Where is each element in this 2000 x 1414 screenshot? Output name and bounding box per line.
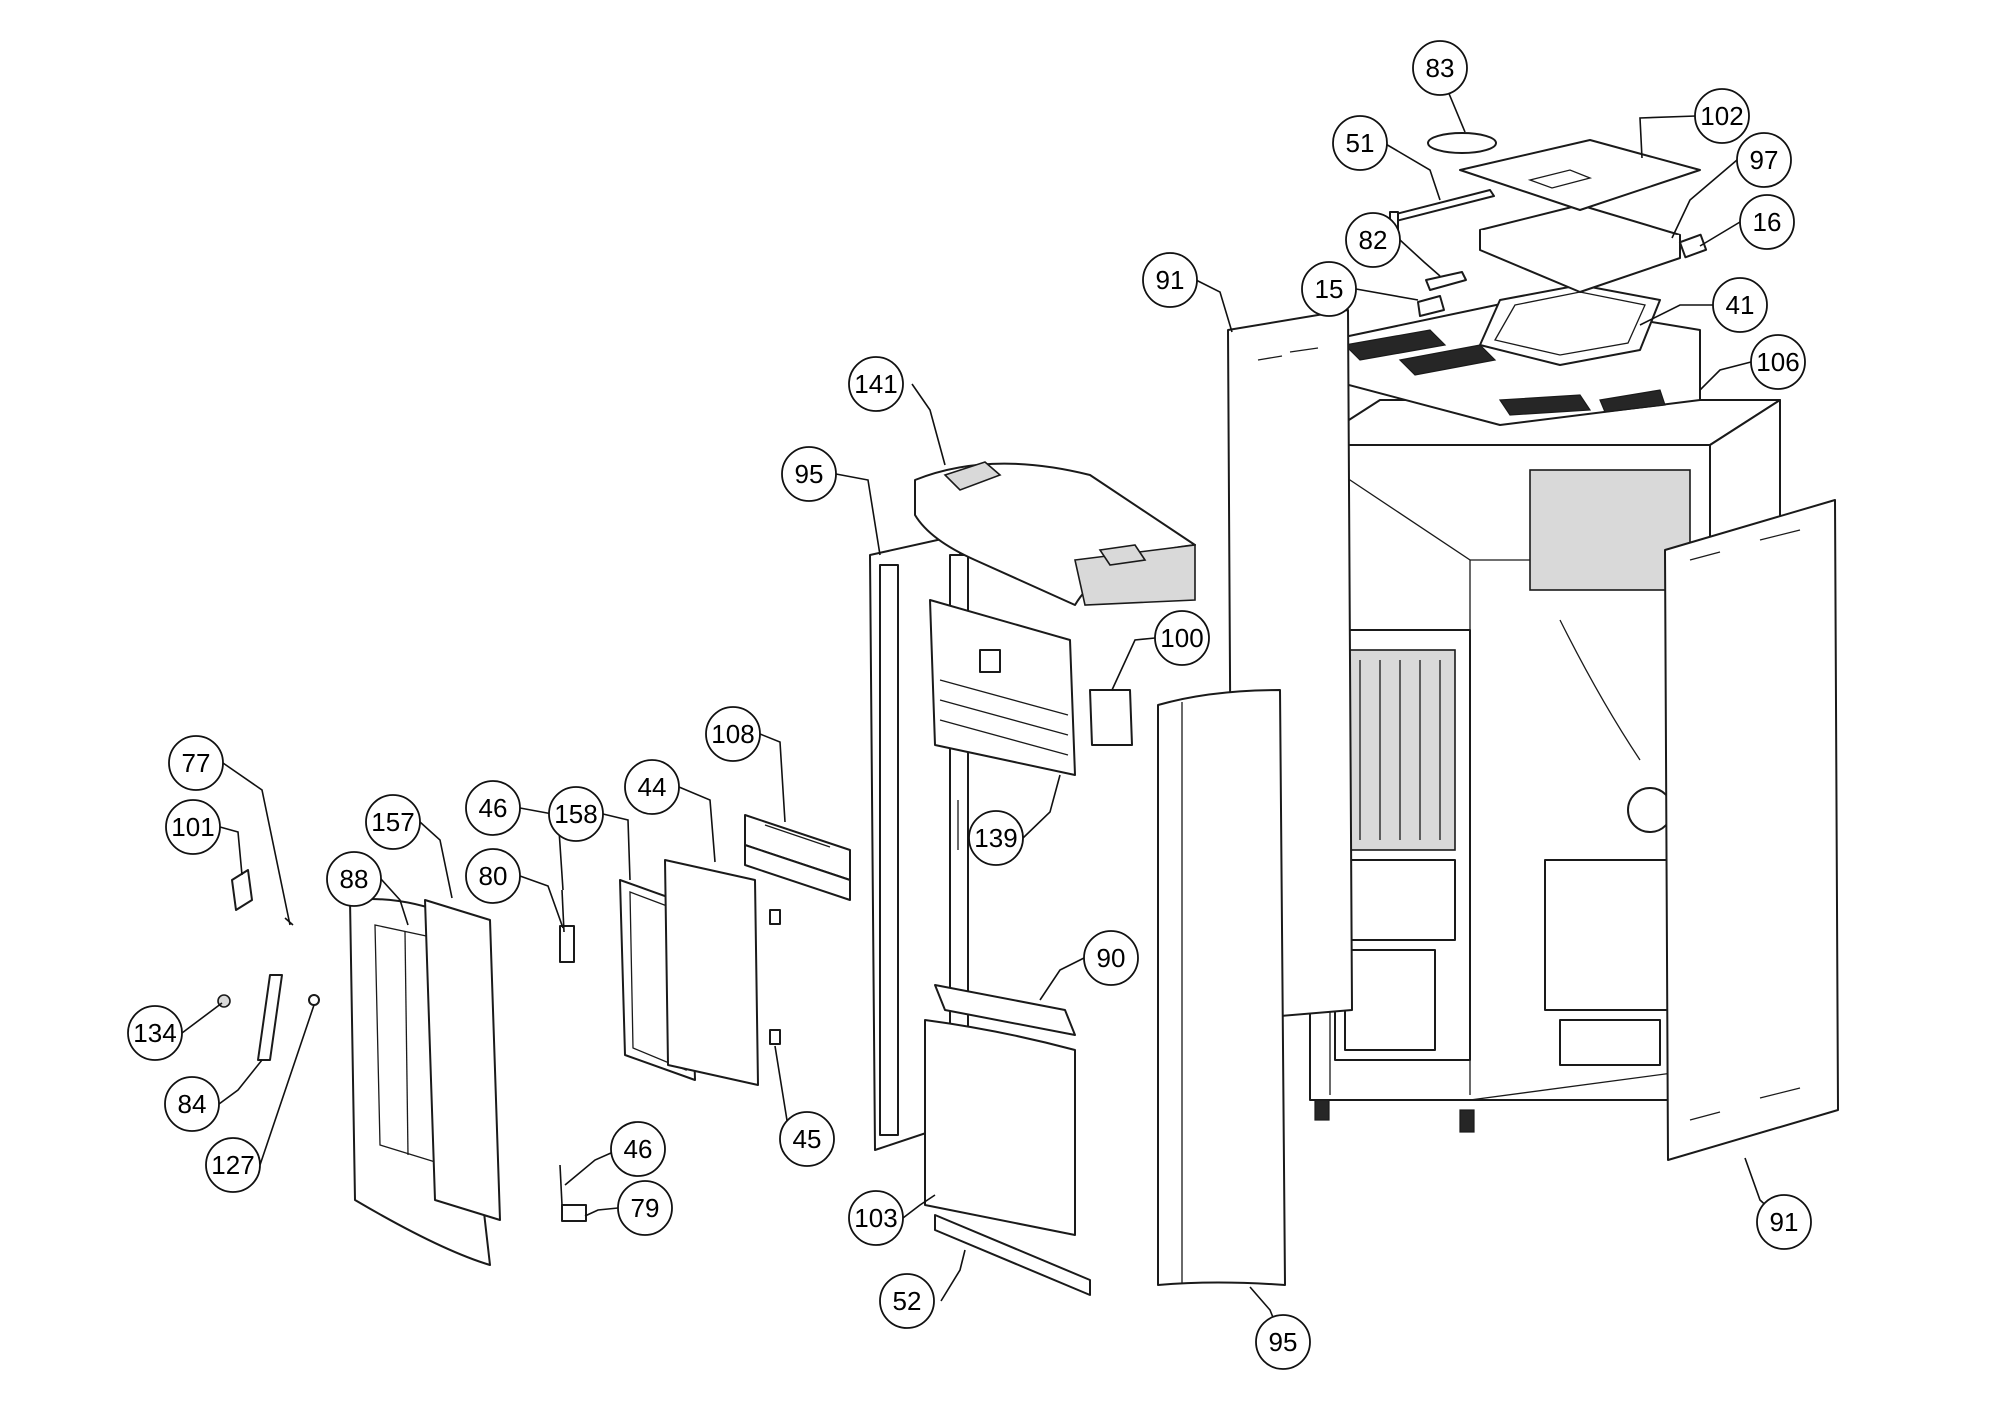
hinge-bracket-82 bbox=[1425, 271, 1467, 291]
callout-label-52: 52 bbox=[893, 1286, 922, 1316]
callout-label-134: 134 bbox=[133, 1018, 176, 1048]
callout-label-97: 97 bbox=[1750, 145, 1779, 175]
callout-label-41: 41 bbox=[1726, 290, 1755, 320]
callout-label-45: 45 bbox=[793, 1124, 822, 1154]
callout-label-101: 101 bbox=[171, 812, 214, 842]
callout-51: 51 bbox=[1332, 115, 1388, 171]
callout-label-108: 108 bbox=[711, 719, 754, 749]
callout-77: 77 bbox=[168, 735, 224, 791]
hinge-bracket-15 bbox=[1417, 295, 1445, 317]
callout-label-103: 103 bbox=[854, 1203, 897, 1233]
callout-83: 83 bbox=[1412, 40, 1468, 96]
callout-label-91-rear: 91 bbox=[1156, 265, 1185, 295]
callout-label-15: 15 bbox=[1315, 274, 1344, 304]
callout-label-84: 84 bbox=[178, 1089, 207, 1119]
callout-134: 134 bbox=[127, 1005, 183, 1061]
hinge-101 bbox=[231, 869, 253, 911]
top-cap-disc bbox=[1427, 132, 1497, 154]
callout-84: 84 bbox=[164, 1076, 220, 1132]
washer-127 bbox=[308, 994, 320, 1006]
callout-108: 108 bbox=[705, 706, 761, 762]
callout-label-91-right: 91 bbox=[1770, 1207, 1799, 1237]
lower-front-panel bbox=[924, 1019, 1076, 1236]
callout-label-44: 44 bbox=[638, 772, 667, 802]
callout-157: 157 bbox=[365, 794, 421, 850]
callout-label-139: 139 bbox=[974, 823, 1017, 853]
callout-label-158: 158 bbox=[554, 799, 597, 829]
callout-102: 102 bbox=[1694, 88, 1750, 144]
callout-16: 16 bbox=[1739, 194, 1795, 250]
callout-15: 15 bbox=[1301, 261, 1357, 317]
door-gasket-frame bbox=[424, 899, 501, 1221]
ash-shelf bbox=[934, 984, 1076, 1036]
callout-100: 100 bbox=[1154, 610, 1210, 666]
side-panel-right bbox=[1664, 499, 1839, 1161]
callout-91-rear: 91 bbox=[1142, 252, 1198, 308]
callout-79: 79 bbox=[617, 1180, 673, 1236]
callout-141: 141 bbox=[848, 356, 904, 412]
callout-44: 44 bbox=[624, 759, 680, 815]
callout-label-157: 157 bbox=[371, 807, 414, 837]
callout-88: 88 bbox=[326, 851, 382, 907]
callout-90: 90 bbox=[1083, 930, 1139, 986]
callout-106: 106 bbox=[1750, 334, 1806, 390]
callout-label-82: 82 bbox=[1359, 225, 1388, 255]
callout-41: 41 bbox=[1712, 277, 1768, 333]
callout-97: 97 bbox=[1736, 132, 1792, 188]
callout-label-83: 83 bbox=[1426, 53, 1455, 83]
callout-80: 80 bbox=[465, 848, 521, 904]
callout-label-90: 90 bbox=[1097, 943, 1126, 973]
callout-label-51: 51 bbox=[1346, 128, 1375, 158]
callout-label-46-upper: 46 bbox=[479, 793, 508, 823]
top-front-cover bbox=[914, 461, 1196, 606]
callout-label-95-right: 95 bbox=[1269, 1327, 1298, 1357]
latch-part-lower bbox=[769, 1029, 781, 1045]
top-bracket-rail bbox=[1389, 189, 1495, 235]
callout-52: 52 bbox=[879, 1273, 935, 1329]
insert-plate-100 bbox=[1089, 689, 1133, 746]
mounting-bracket-108 bbox=[744, 814, 851, 901]
callout-label-100: 100 bbox=[1160, 623, 1203, 653]
top-tray bbox=[1479, 204, 1681, 293]
callout-158: 158 bbox=[548, 786, 604, 842]
callout-95-left: 95 bbox=[781, 446, 837, 502]
callout-46-upper: 46 bbox=[465, 780, 521, 836]
hinge-pin-46-upper bbox=[561, 889, 565, 933]
callout-91-right: 91 bbox=[1756, 1194, 1812, 1250]
hinge-plate-79 bbox=[561, 1204, 587, 1222]
callout-139: 139 bbox=[968, 810, 1024, 866]
callout-label-46-lower: 46 bbox=[624, 1134, 653, 1164]
callout-label-80: 80 bbox=[479, 861, 508, 891]
base-rail bbox=[934, 1214, 1091, 1296]
callout-103: 103 bbox=[848, 1190, 904, 1246]
small-clip-plate bbox=[1678, 233, 1708, 259]
front-column-panel-right bbox=[1157, 689, 1286, 1286]
hinge-pin-46-lower bbox=[559, 1164, 563, 1206]
callout-46-lower: 46 bbox=[610, 1121, 666, 1177]
callout-82: 82 bbox=[1345, 212, 1401, 268]
callout-label-95-left: 95 bbox=[795, 459, 824, 489]
callout-label-106: 106 bbox=[1756, 347, 1799, 377]
callout-label-141: 141 bbox=[854, 369, 897, 399]
latch-part-upper bbox=[769, 909, 781, 925]
front-control-panel bbox=[929, 599, 1076, 776]
callout-45: 45 bbox=[779, 1111, 835, 1167]
hinge-plate-80 bbox=[559, 925, 575, 963]
door-glass bbox=[664, 859, 759, 1086]
door-handle-lever bbox=[257, 974, 283, 1061]
callout-label-79: 79 bbox=[631, 1193, 660, 1223]
callout-label-77: 77 bbox=[182, 748, 211, 778]
callout-95-right: 95 bbox=[1255, 1314, 1311, 1370]
callout-label-88: 88 bbox=[340, 864, 369, 894]
callout-label-102: 102 bbox=[1700, 101, 1743, 131]
callout-127: 127 bbox=[205, 1137, 261, 1193]
callout-label-16: 16 bbox=[1753, 207, 1782, 237]
top-lid bbox=[1459, 139, 1701, 211]
callout-101: 101 bbox=[165, 799, 221, 855]
callout-label-127: 127 bbox=[211, 1150, 254, 1180]
